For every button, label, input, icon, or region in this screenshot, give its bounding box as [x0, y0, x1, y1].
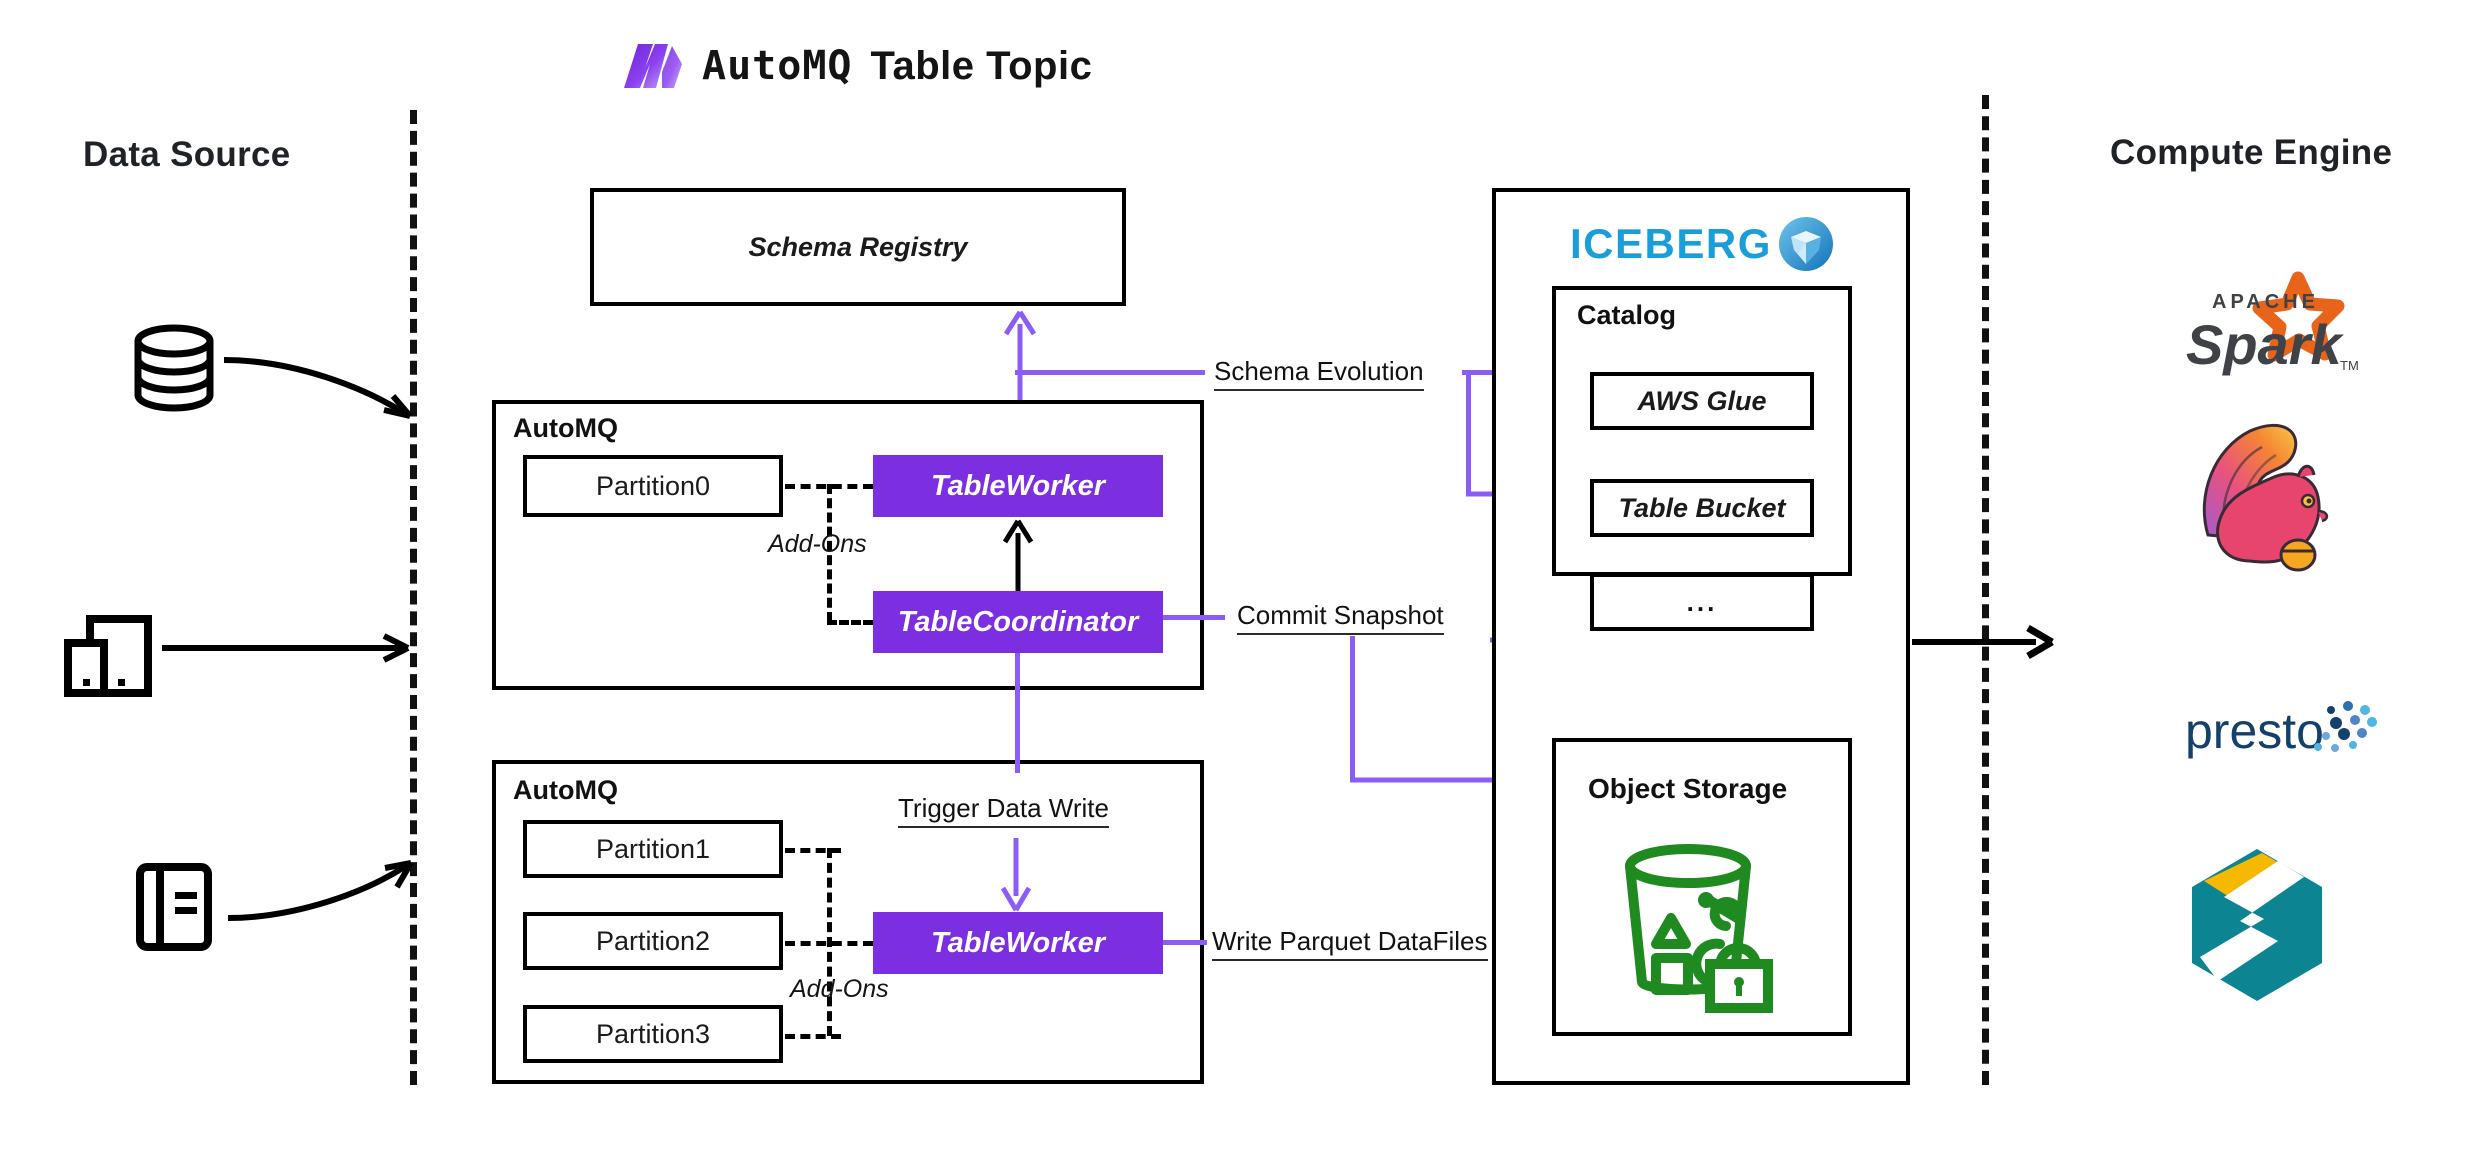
schema-evolution-label: Schema Evolution: [1214, 356, 1424, 391]
data-source-title: Data Source: [83, 135, 291, 174]
applications-icon: [64, 615, 152, 697]
svg-text:APACHE: APACHE: [2212, 291, 2319, 313]
partition-box-0[interactable]: Partition0: [523, 455, 783, 517]
divider-right: [1982, 95, 1989, 1085]
apache-flink-logo: [2190, 415, 2360, 575]
partition-box-1[interactable]: Partition1: [523, 820, 783, 878]
schema-registry-label: Schema Registry: [748, 231, 968, 262]
catalog-item-aws-glue[interactable]: AWS Glue: [1590, 372, 1814, 430]
database-icon: [128, 322, 220, 414]
write-parquet-label: Write Parquet DataFiles: [1212, 926, 1488, 961]
brand-wordmark: AutoMQ: [702, 43, 853, 89]
table-worker-bottom[interactable]: TableWorker: [873, 912, 1163, 974]
addons-connector-top-h2: [827, 620, 873, 625]
addons-connector-top-v: [827, 484, 832, 622]
trigger-data-write-arrow: [998, 838, 1034, 916]
addons-connector-b-v: [827, 848, 832, 1036]
iceberg-diamond-icon: [1778, 216, 1834, 272]
addons-connector-b-h3: [785, 1034, 841, 1039]
svg-text:TM: TM: [2340, 358, 2359, 373]
source-arrow-1: [222, 352, 422, 424]
partition-label: Partition0: [595, 470, 711, 501]
object-storage-title: Object Storage: [1588, 773, 1788, 804]
source-arrow-3: [226, 858, 422, 926]
s3-bucket-lock-icon: [1612, 840, 1792, 1013]
catalog-item-label: Table Bucket: [1618, 492, 1786, 523]
svg-text:presto: presto: [2185, 703, 2324, 759]
trigger-line-vertical: [1015, 653, 1020, 773]
commit-snapshot-label: Commit Snapshot: [1237, 600, 1444, 635]
schema-registry-box[interactable]: Schema Registry: [590, 188, 1126, 306]
automq-top-heading: AutoMQ: [513, 413, 618, 443]
catalog-item-label: ...: [1686, 586, 1718, 617]
table-worker-label: TableWorker: [930, 926, 1106, 959]
schema-evolution-line-drop: [1466, 370, 1471, 492]
iceberg-wordmark: ICEBERG: [1570, 220, 1772, 267]
commit-snapshot-line-left: [1163, 615, 1225, 620]
write-parquet-line-left: [1163, 940, 1207, 945]
source-arrow-2: [160, 628, 418, 668]
partition-label: Partition3: [595, 1018, 711, 1049]
catalog-item-table-bucket[interactable]: Table Bucket: [1590, 479, 1814, 537]
schema-evolution-line-right: [1462, 370, 1520, 375]
schema-evolution-line-left: [1015, 370, 1205, 375]
diagram-title: AutoMQ Table Topic: [622, 42, 1092, 90]
apache-spark-logo: APACHE Spark TM: [2180, 271, 2380, 382]
logbook-icon: [135, 862, 213, 952]
table-coordinator[interactable]: TableCoordinator: [873, 591, 1163, 653]
table-worker-label: TableWorker: [930, 469, 1106, 502]
commit-snapshot-branch-vertical: [1350, 636, 1355, 778]
partition-label: Partition1: [595, 833, 711, 864]
addons-label-top: Add-Ons: [768, 530, 867, 558]
starrocks-logo: [2182, 845, 2332, 1005]
automq-logo-icon: [622, 42, 684, 90]
presto-logo: presto: [2185, 700, 2400, 776]
addons-connector-b-h1: [785, 848, 841, 853]
catalog-title: Catalog: [1577, 300, 1677, 330]
catalog-item-label: AWS Glue: [1637, 385, 1767, 416]
catalog-item-more[interactable]: ...: [1590, 573, 1814, 631]
compute-engine-title: Compute Engine: [2110, 133, 2393, 172]
partition-box-3[interactable]: Partition3: [523, 1005, 783, 1063]
iceberg-logo-row: ICEBERG: [1570, 216, 1834, 272]
trigger-data-write-label: Trigger Data Write: [898, 793, 1109, 828]
partition-box-2[interactable]: Partition2: [523, 912, 783, 970]
divider-left: [410, 110, 417, 1085]
partition-label: Partition2: [595, 925, 711, 956]
automq-bottom-heading: AutoMQ: [513, 775, 618, 805]
table-worker-top[interactable]: TableWorker: [873, 455, 1163, 517]
table-coordinator-label: TableCoordinator: [897, 605, 1139, 638]
addons-label-bottom: Add-Ons: [790, 975, 889, 1003]
iceberg-to-compute-arrow: [1912, 620, 2064, 664]
page-title: Table Topic: [870, 43, 1093, 88]
schema-evolution-arrow-up: [1000, 306, 1040, 416]
svg-text:Spark: Spark: [2186, 313, 2344, 376]
coordinator-to-worker-arrow: [1000, 517, 1036, 593]
